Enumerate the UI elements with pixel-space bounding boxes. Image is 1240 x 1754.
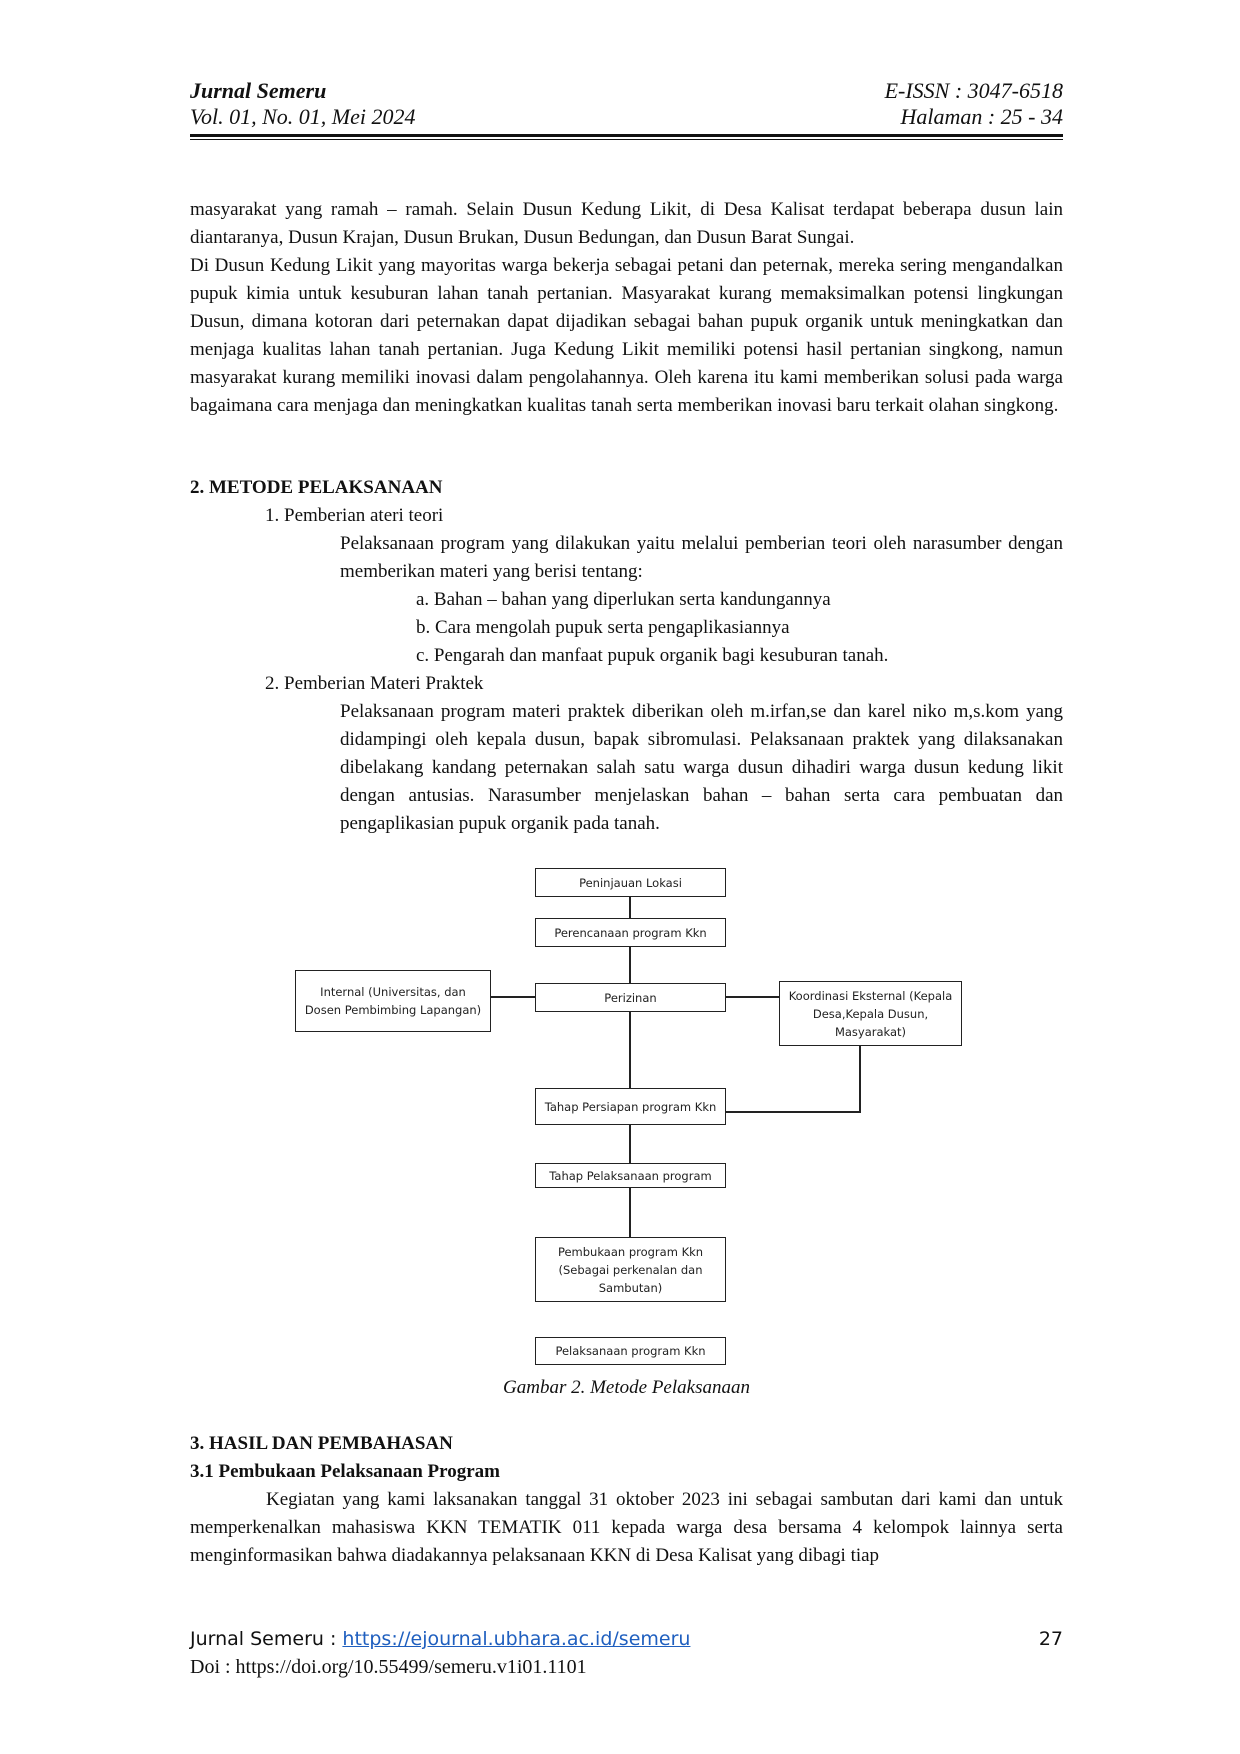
box-peninjauan-lokasi: Peninjauan Lokasi xyxy=(535,868,726,897)
figure-caption: Gambar 2. Metode Pelaksanaan xyxy=(503,1377,750,1398)
intro-paragraph-2: Di Dusun Kedung Likit yang mayoritas war… xyxy=(190,255,1063,416)
box-perizinan: Perizinan xyxy=(535,983,726,1012)
box-persiapan: Tahap Persiapan program Kkn xyxy=(535,1088,726,1125)
header-rule-thick xyxy=(190,134,1063,137)
section-3-1-text: Kegiatan yang kami laksanakan tanggal 31… xyxy=(190,1489,1063,1566)
section-3-1-title: 3.1 Pembukaan Pelaksanaan Program xyxy=(190,1461,501,1482)
box-internal: Internal (Universitas, dan Dosen Pembimb… xyxy=(295,970,491,1032)
connector-eksternal-down xyxy=(859,1046,861,1113)
connector-eksternal-in xyxy=(725,1111,861,1113)
volume-info: Vol. 01, No. 01, Mei 2024 xyxy=(190,104,416,129)
intro-paragraph-1: masyarakat yang ramah – ramah. Selain Du… xyxy=(190,199,1063,248)
page-number: 27 xyxy=(1038,1628,1063,1650)
connector-1 xyxy=(629,896,631,918)
box-eksternal: Koordinasi Eksternal (Kepala Desa,Kepala… xyxy=(779,981,962,1046)
footer-doi: Doi : https://doi.org/10.55499/semeru.v1… xyxy=(190,1656,587,1678)
box-pelaksanaan: Pelaksanaan program Kkn xyxy=(535,1337,726,1365)
method-sub-a: a. Bahan – bahan yang diperlukan serta k… xyxy=(416,589,831,610)
method-item-2-title: 2. Pemberian Materi Praktek xyxy=(265,673,484,694)
journal-name: Jurnal Semeru xyxy=(190,78,327,103)
connector-eksternal xyxy=(725,996,779,998)
connector-3 xyxy=(629,1012,631,1088)
method-item-2-text: Pelaksanaan program materi praktek diber… xyxy=(340,701,1063,834)
method-item-1-title: 1. Pemberian ateri teori xyxy=(265,505,444,526)
box-tahap-pelaksanaan: Tahap Pelaksanaan program xyxy=(535,1163,726,1188)
journal-url-link[interactable]: https://ejournal.ubhara.ac.id/semeru xyxy=(342,1628,691,1650)
box-perencanaan: Perencanaan program Kkn xyxy=(535,918,726,947)
method-sub-c: c. Pengarah dan manfaat pupuk organik ba… xyxy=(416,645,889,666)
flow-diagram: Peninjauan Lokasi Perencanaan program Kk… xyxy=(290,860,962,1370)
connector-4 xyxy=(629,1125,631,1163)
page-range: Halaman : 25 - 34 xyxy=(900,104,1063,129)
section-2-title: 2. METODE PELAKSANAAN xyxy=(190,477,443,498)
method-item-1-text: Pelaksanaan program yang dilakukan yaitu… xyxy=(340,533,1063,582)
method-sub-b: b. Cara mengolah pupuk serta pengaplikas… xyxy=(416,617,790,638)
connector-5 xyxy=(629,1188,631,1237)
footer-journal: Jurnal Semeru : https://ejournal.ubhara.… xyxy=(190,1628,690,1650)
box-pembukaan: Pembukaan program Kkn (Sebagai perkenala… xyxy=(535,1237,726,1302)
connector-internal xyxy=(491,996,535,998)
footer-journal-label: Jurnal Semeru : xyxy=(190,1628,343,1650)
header-rule-thin xyxy=(190,139,1063,140)
connector-2 xyxy=(629,947,631,983)
issn: E-ISSN : 3047-6518 xyxy=(884,78,1063,103)
section-3-title: 3. HASIL DAN PEMBAHASAN xyxy=(190,1433,453,1454)
